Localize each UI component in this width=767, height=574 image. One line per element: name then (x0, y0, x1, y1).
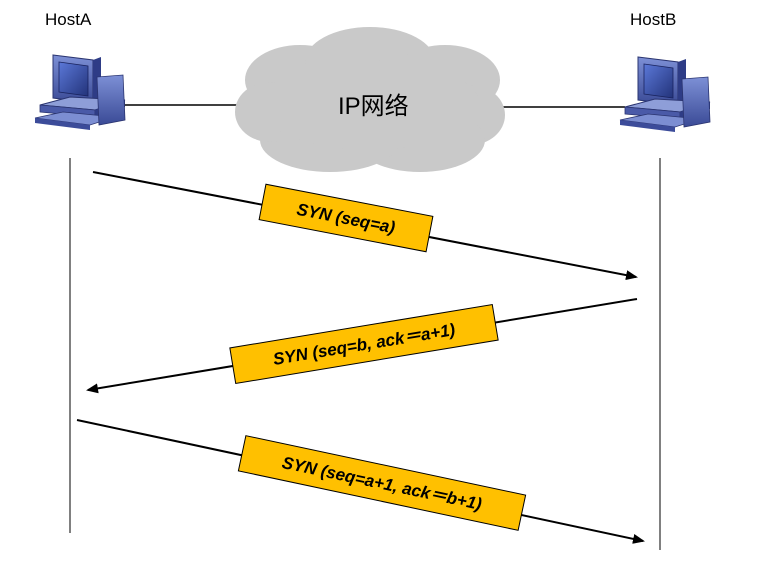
host-a-computer-icon (34, 54, 126, 130)
message-2-label-box: SYN (seq=b, ack＝a+1) (229, 303, 499, 385)
host-b-computer-icon (619, 56, 711, 132)
message-1-label-box: SYN (seq=a) (258, 183, 434, 253)
host-b-label: HostB (630, 10, 676, 29)
ip-network-label: IP网络 (338, 93, 409, 120)
host-a-label: HostA (45, 10, 92, 29)
message-3-label-box: SYN (seq=a+1, ack＝b+1) (237, 435, 527, 531)
ip-network-cloud: IP网络 (235, 27, 505, 172)
